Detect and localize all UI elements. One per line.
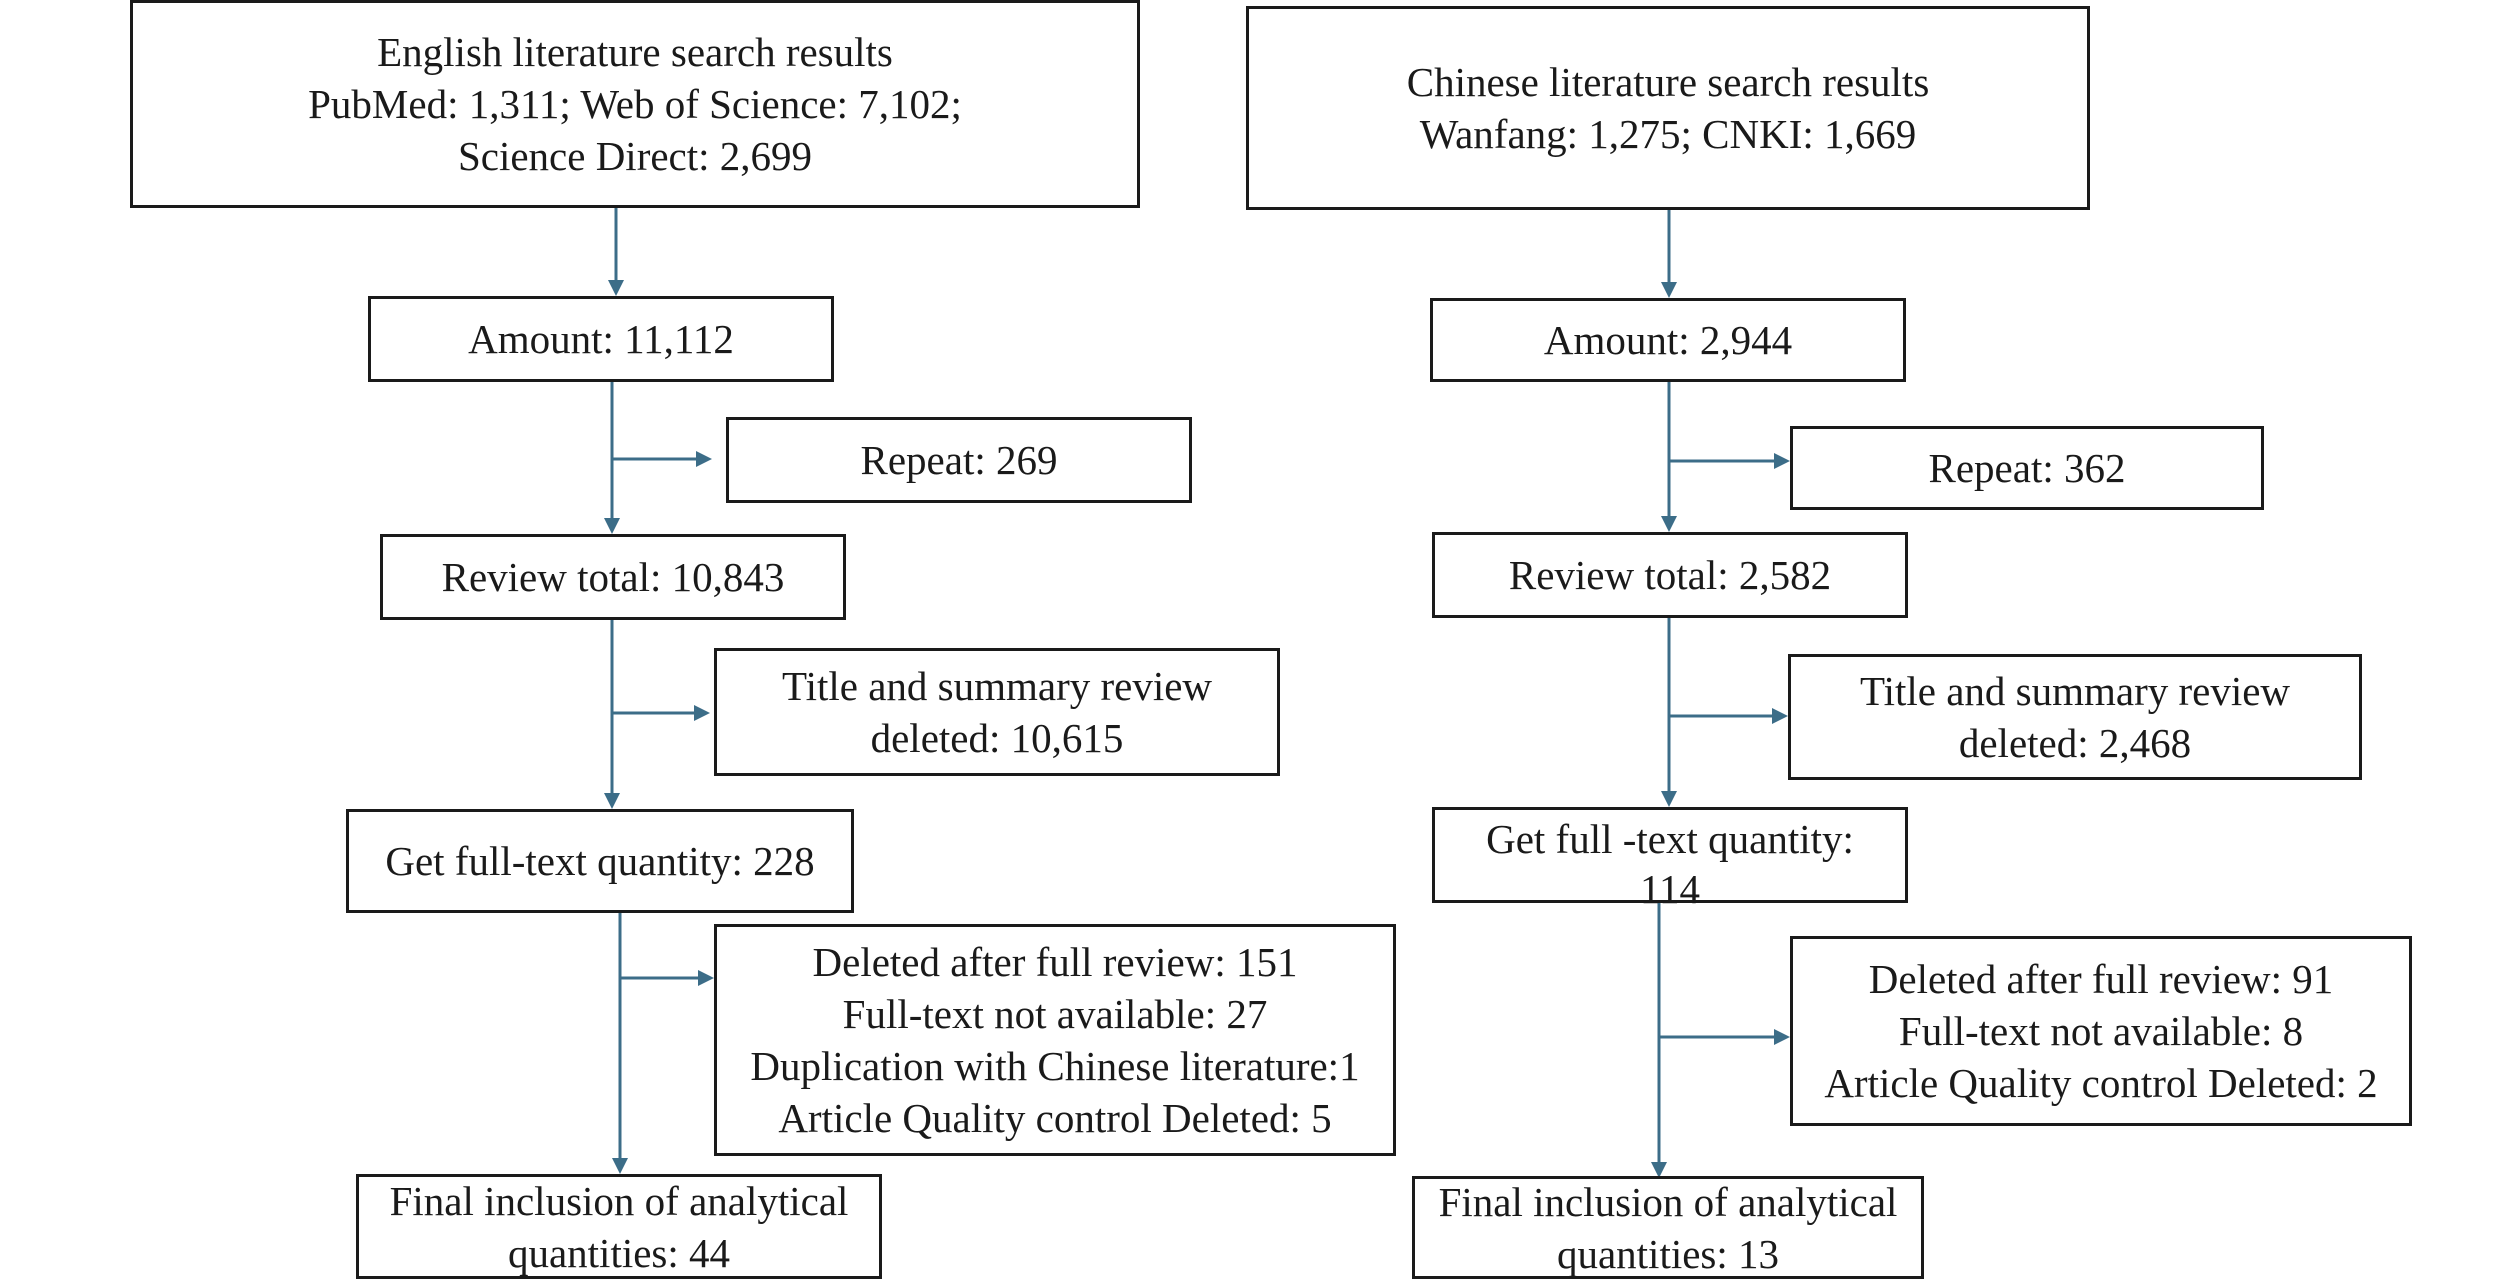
arrowhead: [1774, 1029, 1790, 1045]
english-amount: Amount: 11,112: [468, 316, 734, 362]
chinese-deleted-box: Deleted after full review: 91 Full-text …: [1790, 936, 2412, 1126]
arrowhead: [694, 705, 710, 721]
chinese-final-box: Final inclusion of analytical quantities…: [1412, 1176, 1924, 1279]
arrowhead: [1774, 453, 1790, 469]
chinese-search-sources: Wanfang: 1,275; CNKI: 1,669: [1419, 111, 1917, 157]
english-deleted-line4: Article Quality control Deleted: 5: [778, 1095, 1332, 1141]
chinese-amount-box: Amount: 2,944: [1430, 298, 1906, 382]
chinese-deleted-line3: Article Quality control Deleted: 2: [1824, 1060, 2378, 1106]
arrowhead: [696, 451, 712, 467]
english-final-line1: Final inclusion of analytical: [389, 1177, 849, 1224]
english-full-text-box: Get full-text quantity: 228: [346, 809, 854, 913]
chinese-full-text-line2: 114: [1640, 866, 1700, 912]
arrowhead: [1772, 708, 1788, 724]
english-full-text: Get full-text quantity: 228: [385, 838, 815, 884]
english-search-results-box: English literature search results PubMed…: [130, 0, 1140, 208]
arrowhead: [608, 280, 624, 296]
chinese-full-text-line1: Get full -text quantity:: [1486, 816, 1854, 862]
chinese-deleted-line2: Full-text not available: 8: [1898, 1008, 2304, 1054]
english-deleted-box: Deleted after full review: 151 Full-text…: [714, 924, 1396, 1156]
english-search-sources: PubMed: 1,311; Web of Science: 7,102;: [308, 81, 962, 127]
english-title-review-line1: Title and summary review: [781, 663, 1213, 709]
arrowhead: [604, 518, 620, 534]
chinese-repeat-box: Repeat: 362: [1790, 426, 2264, 510]
arrowhead: [612, 1158, 628, 1174]
chinese-final-line1: Final inclusion of analytical: [1438, 1178, 1898, 1225]
english-review-total-box: Review total: 10,843: [380, 534, 846, 620]
english-review-total: Review total: 10,843: [441, 554, 785, 600]
chinese-title-review-box: Title and summary review deleted: 2,468: [1788, 654, 2362, 780]
english-search-sources-2: Science Direct: 2,699: [457, 133, 813, 179]
chinese-review-total: Review total: 2,582: [1508, 552, 1832, 598]
english-final-box: Final inclusion of analytical quantities…: [356, 1174, 882, 1279]
arrowhead: [1661, 282, 1677, 298]
english-title-review-box: Title and summary review deleted: 10,615: [714, 648, 1280, 776]
chinese-deleted-line1: Deleted after full review: 91: [1868, 956, 2334, 1002]
english-deleted-line2: Full-text not available: 27: [842, 991, 1268, 1037]
english-search-title: English literature search results: [377, 29, 893, 75]
english-deleted-line3: Duplication with Chinese literature:1: [750, 1043, 1360, 1089]
chinese-search-results-box: Chinese literature search results Wanfan…: [1246, 6, 2090, 210]
english-title-review-line2: deleted: 10,615: [870, 715, 1124, 761]
chinese-search-title: Chinese literature search results: [1406, 59, 1930, 105]
arrowhead: [604, 793, 620, 809]
english-deleted-line1: Deleted after full review: 151: [812, 939, 1298, 985]
chinese-repeat: Repeat: 362: [1928, 445, 2126, 491]
english-amount-box: Amount: 11,112: [368, 296, 834, 382]
arrowhead: [1661, 516, 1677, 532]
english-repeat-box: Repeat: 269: [726, 417, 1192, 503]
arrowhead: [698, 970, 714, 986]
chinese-full-text-box: Get full -text quantity: 114: [1432, 807, 1908, 912]
chinese-final-line2: quantities: 13: [1556, 1230, 1780, 1277]
chinese-title-review-line2: deleted: 2,468: [1958, 720, 2192, 766]
english-final-line2: quantities: 44: [507, 1229, 731, 1276]
chinese-review-total-box: Review total: 2,582: [1432, 532, 1908, 618]
arrowhead: [1661, 791, 1677, 807]
chinese-amount: Amount: 2,944: [1543, 317, 1793, 363]
chinese-title-review-line1: Title and summary review: [1859, 668, 2291, 714]
english-repeat: Repeat: 269: [860, 437, 1058, 483]
